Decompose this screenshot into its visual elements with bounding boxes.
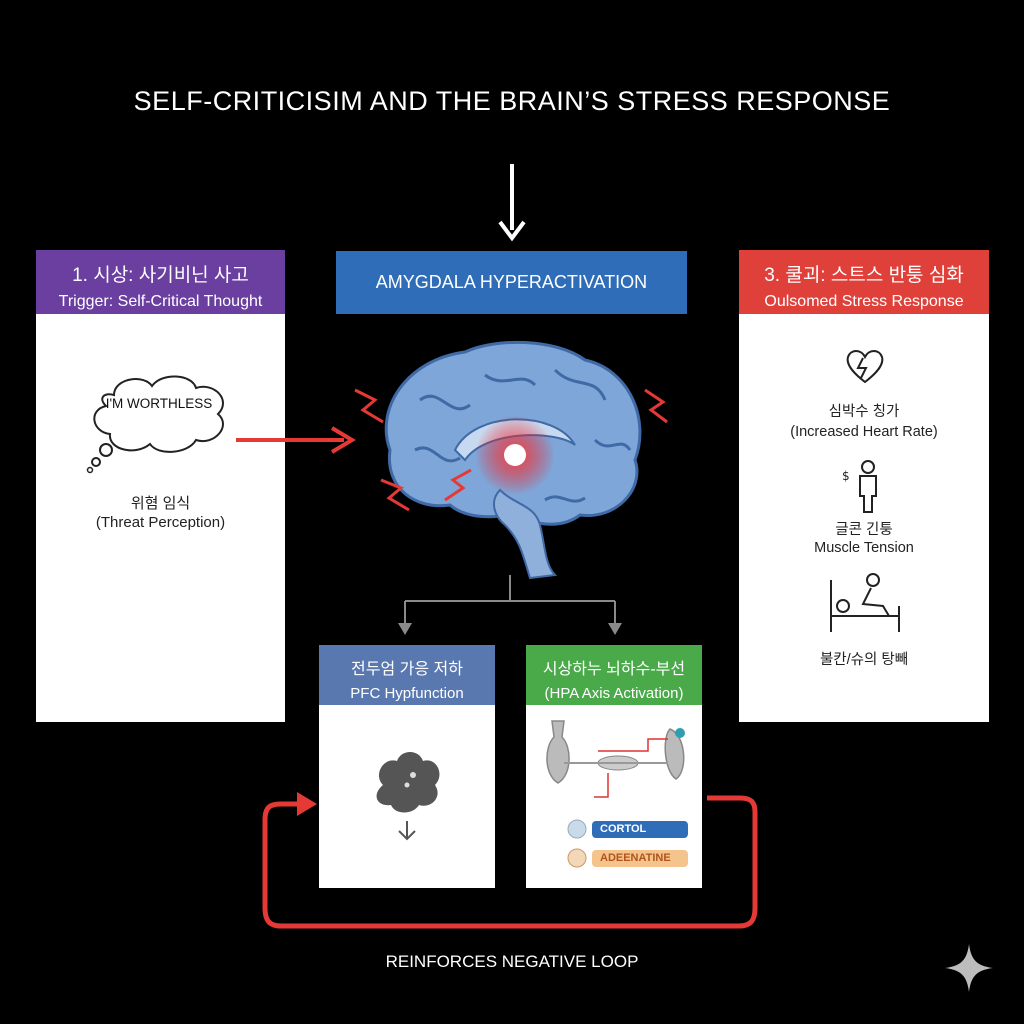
feedback-loop-arrow (262, 792, 758, 929)
muscle-tension-ko: 글콘 긴퉁 (835, 522, 893, 538)
amygdala-banner: AMYGDALA HYPERACTIVATION (336, 251, 687, 314)
bed-icon (830, 573, 900, 632)
loop-label: REINFORCES NEGATIVE LOOP (385, 952, 639, 971)
svg-text:$: $ (842, 469, 850, 483)
trigger-panel: 1. 시상: 사기비닌 사고 Trigger: Self-Critical Th… (36, 250, 285, 722)
person-icon: $ (842, 460, 877, 513)
stress-panel: 3. 쿨괴: 스트스 반퉁 심화 Oulsomed Stress Respons… (739, 250, 989, 722)
sparkle-icon (945, 944, 993, 992)
heart-icon (846, 350, 884, 384)
pfc-title-ko: 전두엄 가응 저하 (351, 661, 463, 678)
cloud-icon (376, 752, 440, 841)
trigger-title-en: Trigger: Self-Critical Thought (58, 293, 263, 310)
adrenaline-label: ADEENATINE (592, 850, 688, 867)
adrenaline-icon (567, 848, 587, 868)
pfc-panel: 전두엄 가응 저하 PFC Hypfunction (319, 645, 495, 888)
cortisol-icon (567, 819, 587, 839)
anxiety-ko: 불칸/슈의 탕빼 (819, 652, 909, 668)
pfc-title-en: PFC Hypfunction (350, 685, 464, 702)
stress-header: 3. 쿨괴: 스트스 반퉁 심화 Oulsomed Stress Respons… (739, 250, 989, 314)
hpa-panel: 시상하누 뇌하수-부선 (HPA Axis Activation) CORTOL… (526, 645, 702, 888)
hpa-title-en: (HPA Axis Activation) (544, 685, 684, 702)
cortisol-label: CORTOL (592, 821, 688, 838)
heart-rate-ko: 심박수 칭가 (828, 404, 900, 420)
heart-rate-en: (Increased Heart Rate) (790, 424, 938, 440)
down-arrow-icon (498, 164, 526, 242)
thought-bubble-icon (86, 375, 224, 474)
amygdala-label: AMYGDALA HYPERACTIVATION (375, 272, 648, 292)
perception-en: (Threat Perception) (95, 514, 226, 531)
stress-title-en: Oulsomed Stress Response (764, 293, 964, 310)
trigger-header: 1. 시상: 사기비닌 사고 Trigger: Self-Critical Th… (36, 250, 285, 314)
stress-title-ko: 3. 쿨괴: 스트스 반퉁 심화 (764, 265, 964, 286)
diagram-title: SELF-CRITICISIM AND THE BRAIN’S STRESS R… (133, 86, 891, 116)
brain-icon (354, 340, 668, 580)
perception-ko: 위혐 임식 (130, 495, 191, 512)
muscle-tension-en: Muscle Tension (814, 540, 914, 556)
split-arrow-icon (398, 575, 622, 635)
red-arrow-icon (236, 426, 356, 454)
hpa-title-ko: 시상하누 뇌하수-부선 (542, 661, 686, 678)
thought-text: I'M WORTHLESS (105, 396, 213, 411)
pfc-header: 전두엄 가응 저하 PFC Hypfunction (319, 645, 495, 705)
organs-icon (546, 720, 685, 798)
hpa-header: 시상하누 뇌하수-부선 (HPA Axis Activation) (526, 645, 702, 705)
trigger-title-ko: 1. 시상: 사기비닌 사고 (72, 265, 249, 286)
